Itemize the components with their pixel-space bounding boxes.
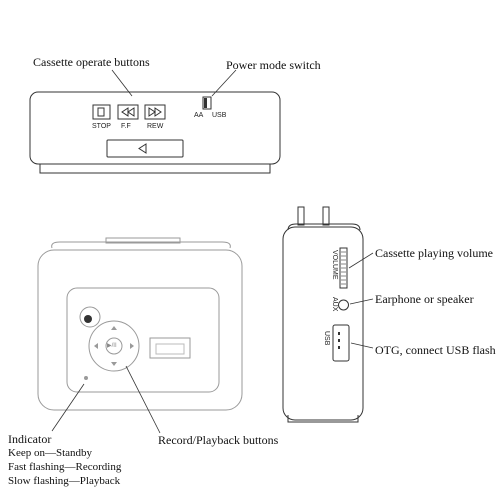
stop-label: STOP [92,123,111,130]
side-base [287,415,359,423]
usb-port [332,324,350,362]
switch-usb-label: USB [212,112,227,119]
record-dot-icon [84,315,92,323]
usb-contacts [338,332,340,349]
label-earphone-or-speaker: Earphone or speaker [375,292,474,306]
indicator-line-standby: Keep on—Standby [8,447,93,459]
label-cassette-playing-volume: Cassette playing volume [375,246,493,260]
usb-label: USB [323,331,330,346]
rew-icon [148,107,162,117]
ff-label: F.F [121,123,131,130]
leader-record-playback [125,365,161,434]
dpad-arrows [94,326,134,366]
label-otg-usb: OTG, connect USB flash [375,343,496,357]
power-switch [202,96,212,110]
front-window-inner [155,343,185,355]
dpad-right-icon [130,343,134,349]
indicator-line-playback: Slow flashing—Playback [8,475,121,487]
front-top-clip [105,237,181,244]
side-pin-1 [297,206,305,226]
side-body [282,226,364,421]
indicator-legend: Indicator Keep on—Standby Fast flashing—… [8,432,121,488]
aux-jack [338,299,349,311]
top-leaders [111,69,237,97]
aux-label: AUX [331,297,338,312]
volume-ticks [341,251,346,285]
front-body [37,249,243,411]
switch-aa-label: AA [194,112,204,119]
side-view [282,206,364,423]
label-power-mode-switch: Power mode switch [226,58,321,72]
volume-label: VOLUME [331,250,338,280]
rew-button [144,104,166,120]
dpad-up-icon [111,326,117,330]
top-view-base [39,164,271,174]
leader-volume [348,252,374,269]
eject-slider [106,139,184,158]
leader-power-switch [211,69,237,97]
dpad-down-icon [111,362,117,366]
indicator-led [84,376,88,380]
dpad-left-icon [94,343,98,349]
leader-operate-buttons [111,69,133,97]
front-leaders [51,365,161,434]
ff-icon [121,107,135,117]
play-pause-label: ▶/II [107,343,117,349]
top-view [29,91,281,174]
leader-indicator [51,383,85,432]
dpad-center [105,337,123,355]
rew-label: REW [147,123,164,130]
record-button [79,306,101,328]
front-panel [66,287,220,393]
top-view-body [29,91,281,165]
volume-wheel [339,247,348,289]
stop-icon [97,107,105,117]
power-switch-knob [204,98,207,108]
indicator-title: Indicator [8,432,52,446]
front-top-edge [51,241,231,249]
indicator-line-recording: Fast flashing—Recording [8,461,122,473]
front-view [37,237,243,411]
dpad-ring [88,320,140,372]
side-pin-2 [322,206,330,226]
side-leaders [348,252,374,349]
label-cassette-operate-buttons: Cassette operate buttons [33,55,150,69]
front-window [149,337,191,359]
leader-aux [349,298,374,305]
label-record-playback-buttons: Record/Playback buttons [158,433,279,447]
side-top-edge [287,223,361,231]
eject-arrow-icon [138,143,147,154]
ff-button [117,104,139,120]
leader-usb [350,342,374,349]
stop-button [92,104,111,120]
